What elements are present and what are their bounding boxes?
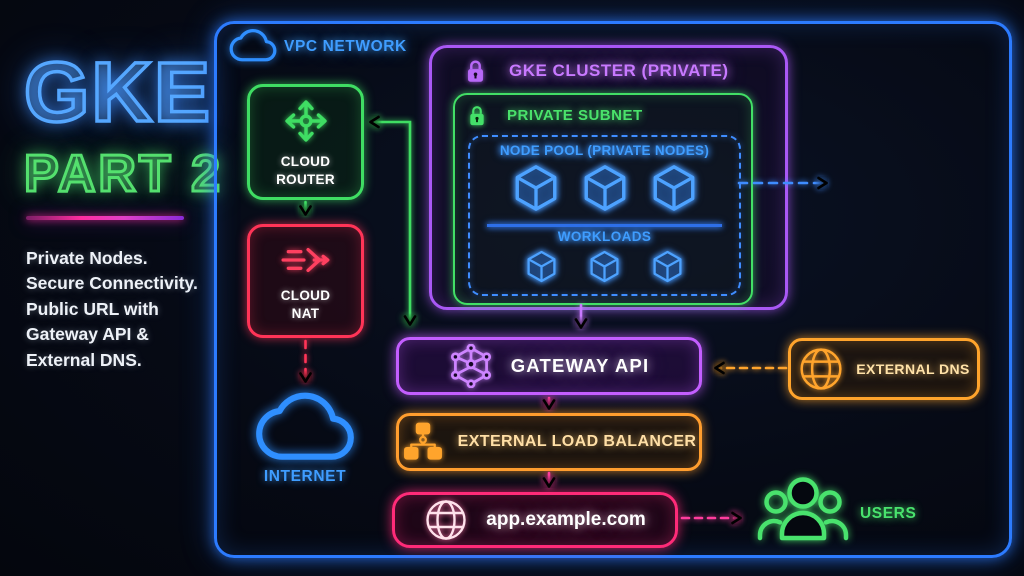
node-cube-icon	[515, 165, 556, 211]
description-line: Private Nodes.	[26, 248, 148, 268]
description-line: Secure Connectivity.	[26, 273, 198, 294]
globe-icon	[426, 500, 466, 540]
gateway-api-box: GATEWAY API	[396, 337, 702, 395]
app-url-box: app.example.com	[392, 492, 678, 548]
node-cube-icon	[653, 165, 694, 211]
private-subnet-label: PRIVATE SUBNET	[507, 107, 643, 124]
external-dns-label: EXTERNAL DNS	[856, 361, 970, 377]
workloads-label: WORKLOADS	[557, 229, 652, 244]
gateway-api-icon	[450, 344, 491, 388]
lock-icon	[470, 106, 484, 126]
external-load-balancer-box: EXTERNAL LOAD BALANCER	[396, 413, 702, 471]
workload-cubes-row	[470, 250, 739, 283]
node-pool-box: NODE POOL (PRIVATE NODES) WORKLOADS	[468, 135, 741, 296]
lock-icon	[468, 60, 483, 82]
node-cubes-row	[470, 164, 739, 212]
node-cube-icon	[527, 250, 556, 283]
node-pool-divider	[487, 224, 722, 227]
node-cube-icon	[584, 165, 625, 211]
external-dns-box: EXTERNAL DNS	[788, 338, 980, 400]
internet-label: INTERNET	[263, 468, 347, 485]
cloud-nat-box: CLOUD NAT	[247, 224, 364, 338]
cloud-router-box: CLOUD ROUTER	[247, 84, 364, 200]
node-pool-label: NODE POOL (PRIVATE NODES)	[499, 143, 710, 158]
cloud-router-label: CLOUD ROUTER	[276, 154, 335, 187]
description-line: Public URL with	[26, 298, 159, 319]
router-icon	[284, 100, 327, 143]
load-balancer-icon	[403, 422, 442, 460]
description-line: External DNS.	[26, 349, 142, 370]
cloud-nat-label: CLOUD NAT	[280, 288, 331, 321]
page-title: GKE	[22, 45, 213, 139]
node-cube-icon	[653, 250, 682, 283]
vpc-network-label: VPC NETWORK	[284, 38, 407, 55]
title-divider	[26, 216, 184, 220]
app-url-label: app.example.com	[486, 509, 646, 530]
gke-cluster-header: GKE CLUSTER (PRIVATE)	[464, 57, 729, 85]
internet-cloud-icon	[256, 392, 354, 460]
page-subtitle: PART 2	[22, 145, 224, 203]
private-subnet-header: PRIVATE SUBNET	[467, 103, 643, 128]
globe-icon	[800, 348, 842, 390]
vpc-network-box	[214, 21, 1012, 558]
gke-cluster-label: GKE CLUSTER (PRIVATE)	[509, 61, 729, 80]
description-text: Private Nodes. Secure Connectivity. Publ…	[26, 246, 212, 373]
users-icon	[757, 477, 849, 541]
private-subnet-box: PRIVATE SUBNET NODE POOL (PRIVATE NODES)…	[453, 93, 753, 305]
nat-icon	[280, 248, 329, 273]
users-label: USERS	[860, 505, 917, 522]
gateway-api-label: GATEWAY API	[510, 355, 650, 376]
vpc-cloud-icon	[229, 29, 277, 62]
node-cube-icon	[590, 250, 619, 283]
description-line: Gateway API &	[26, 324, 149, 345]
gke-cluster-box: GKE CLUSTER (PRIVATE) PRIVATE SUBNET NOD…	[429, 45, 788, 310]
external-load-balancer-label: EXTERNAL LOAD BALANCER	[457, 433, 697, 450]
